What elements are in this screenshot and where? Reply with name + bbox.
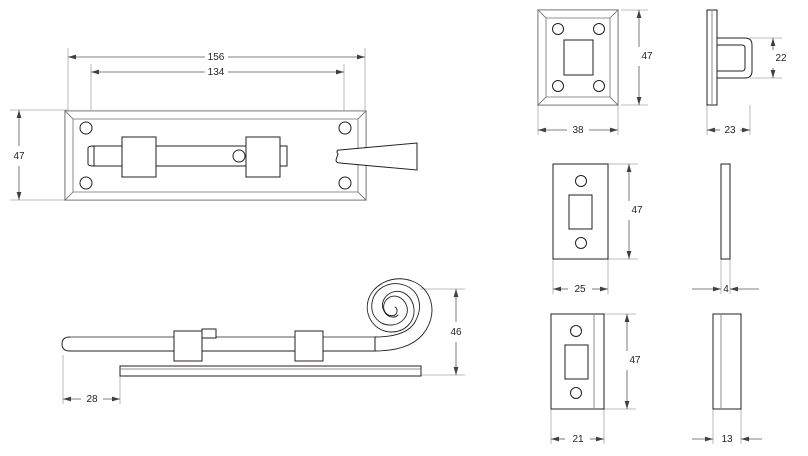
dimension-4: 4 xyxy=(692,284,759,295)
front-plate-fixing-holes xyxy=(79,121,352,190)
staple-large-side-body xyxy=(720,163,731,260)
view-keep-front: 47 38 xyxy=(537,9,653,136)
keep-hook xyxy=(716,37,753,79)
dimension-22: 22 xyxy=(770,38,787,78)
bolt-tapered-tail xyxy=(335,142,418,171)
dimension-label-134: 134 xyxy=(208,67,225,78)
side-bolt-tab xyxy=(201,328,217,339)
keep-plate-body xyxy=(537,9,619,106)
dimension-label-46: 46 xyxy=(450,327,462,338)
dimension-28: 28 xyxy=(63,394,120,405)
dimension-47-staple-large: 47 xyxy=(626,164,643,259)
scroll-handle xyxy=(366,278,433,352)
front-plate-bolt-assembly xyxy=(87,136,418,178)
fixing-hole xyxy=(575,237,587,249)
dimension-label-28: 28 xyxy=(86,394,98,405)
dimension-label-13: 13 xyxy=(721,434,733,445)
fixing-hole xyxy=(570,387,582,399)
dimension-38: 38 xyxy=(538,125,618,136)
side-bolt-collars xyxy=(173,330,324,362)
dimension-47-staple-small: 47 xyxy=(624,314,641,409)
fixing-hole xyxy=(338,176,352,190)
fixing-hole xyxy=(575,175,587,187)
staple-aperture xyxy=(564,344,589,380)
dimension-134: 134 xyxy=(91,67,344,78)
dimension-label-21: 21 xyxy=(572,434,584,445)
fixing-hole xyxy=(552,23,564,35)
dimension-46: 46 xyxy=(450,289,462,375)
dimension-47-left: 47 xyxy=(13,110,25,200)
view-staple-large-side: 4 xyxy=(692,163,759,295)
fixing-hole xyxy=(593,23,605,35)
view-staple-small-side: 13 xyxy=(692,313,762,445)
side-bolt-bar xyxy=(61,336,376,352)
fixing-hole xyxy=(593,80,605,92)
dimension-label-38: 38 xyxy=(572,125,584,136)
dimension-156: 156 xyxy=(68,52,365,63)
side-collar-left xyxy=(173,330,203,362)
fixing-hole xyxy=(79,121,93,135)
dimension-label-47-staple-small: 47 xyxy=(629,355,641,366)
dimension-label-156: 156 xyxy=(208,52,225,63)
dimension-label-22: 22 xyxy=(775,53,787,64)
view-staple-small-front: 47 21 xyxy=(550,313,641,445)
staple-large-body xyxy=(552,163,609,260)
dimension-25: 25 xyxy=(553,284,608,295)
staple-small-side-body xyxy=(712,313,742,410)
view-staple-large-front: 47 25 xyxy=(552,163,643,295)
fixing-hole xyxy=(552,80,564,92)
dimension-label-4: 4 xyxy=(723,284,729,295)
side-mounting-plate xyxy=(119,365,422,377)
dimension-label-23: 23 xyxy=(724,125,736,136)
fixing-hole xyxy=(570,325,582,337)
dimension-label-47-left: 47 xyxy=(13,151,25,162)
fixing-hole xyxy=(338,121,352,135)
dimension-21: 21 xyxy=(551,434,604,445)
view-keep-side: 22 23 xyxy=(706,9,787,136)
dimension-47-keep: 47 xyxy=(636,10,653,105)
fixing-hole xyxy=(79,176,93,190)
bolt-collar-right xyxy=(245,136,281,178)
dimension-23: 23 xyxy=(707,125,750,136)
view-front-plate: 156 134 47 xyxy=(10,48,418,201)
keep-aperture xyxy=(563,39,594,76)
dimension-13: 13 xyxy=(692,434,762,445)
staple-small-body xyxy=(550,313,605,410)
staple-aperture xyxy=(568,194,593,230)
dimension-label-25: 25 xyxy=(574,284,586,295)
view-side-elevation: 28 46 xyxy=(61,278,465,405)
bolt-pivot-hole xyxy=(232,149,246,163)
dimension-label-47-keep: 47 xyxy=(641,51,653,62)
keep-side-body xyxy=(706,9,753,106)
bolt-collar-left xyxy=(121,136,157,178)
dimension-label-47-staple-large: 47 xyxy=(631,205,643,216)
side-collar-right xyxy=(294,330,324,362)
